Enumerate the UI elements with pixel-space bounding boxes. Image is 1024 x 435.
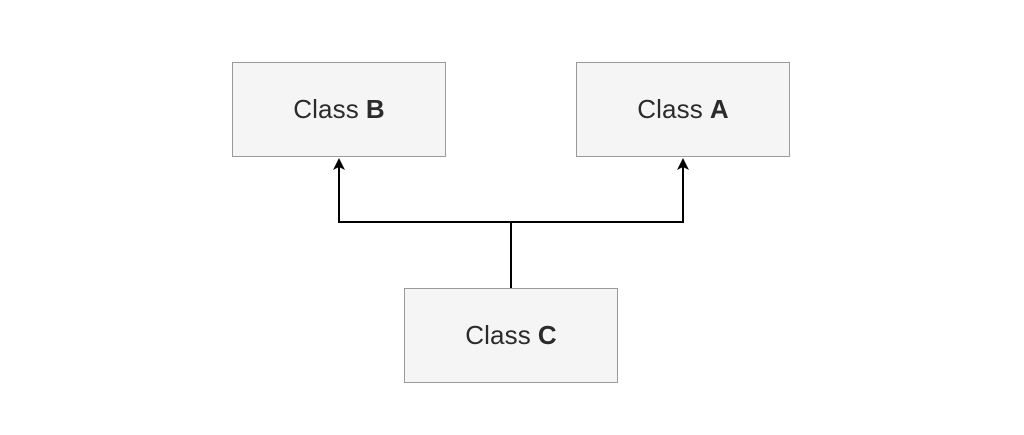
node-class-b-letter: B [365,94,385,124]
node-class-b[interactable]: Class B [232,62,446,157]
arrowhead-class-b-icon [333,158,345,170]
node-class-c[interactable]: Class C [404,288,618,383]
node-class-c-letter: C [537,320,557,350]
node-class-a-prefix: Class [637,94,703,124]
node-class-a-letter: A [709,94,729,124]
arrowhead-class-a-icon [677,158,689,170]
node-class-a[interactable]: Class A [576,62,790,157]
node-class-b-prefix: Class [293,94,359,124]
node-class-c-prefix: Class [465,320,531,350]
